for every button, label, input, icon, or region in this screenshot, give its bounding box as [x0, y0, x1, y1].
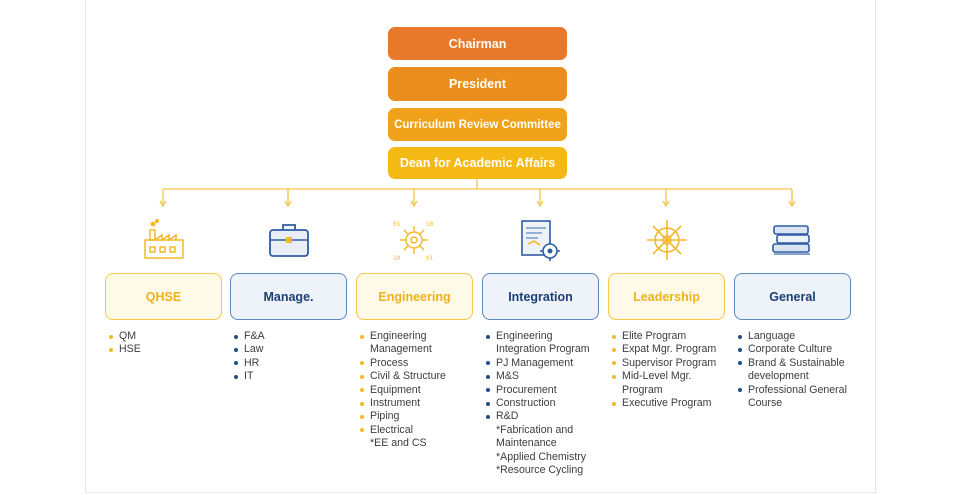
category-integration: Integration [482, 273, 599, 320]
list-item: F&A [234, 330, 346, 343]
ship-wheel-icon [647, 220, 687, 260]
list-item: Procurement [486, 384, 602, 397]
category-general: General [734, 273, 851, 320]
list-item: Elite Program [612, 330, 724, 343]
list-item: Process [360, 357, 468, 370]
category-engineering: Engineering [356, 273, 473, 320]
list-item: R&D [486, 410, 602, 423]
svg-text:01: 01 [393, 221, 401, 228]
list-item: Professional General Course [738, 384, 856, 411]
list-item: Language [738, 330, 856, 343]
list-item: QM [109, 330, 221, 343]
list-item: M&S [486, 370, 602, 383]
connector-arrowhead [788, 200, 796, 208]
connector-arrowhead [536, 200, 544, 208]
svg-text:01: 01 [426, 255, 434, 262]
list-item: HSE [109, 343, 221, 356]
list-item: Mid-Level Mgr. Program [612, 370, 724, 397]
list-item: PJ Management [486, 357, 602, 370]
list-item: Electrical [360, 424, 468, 437]
list-item: *Applied Chemistry [496, 450, 587, 463]
list-item: *Fabrication and Maintenance [496, 423, 574, 450]
list-item: Engineering Management [360, 330, 468, 357]
connector-arrowhead [284, 200, 292, 208]
list-item: *Resource Cycling [496, 464, 584, 477]
connector-arrowhead [662, 200, 670, 208]
books-icon [772, 225, 810, 255]
dean-box: Dean for Academic Affairs [388, 147, 567, 179]
list-item: Executive Program [612, 397, 724, 410]
list-item: *EE and CS [370, 437, 427, 450]
list-item: HR [234, 357, 346, 370]
list-item: Expat Mgr. Program [612, 343, 724, 356]
list-item: Supervisor Program [612, 357, 724, 370]
connector-arrowhead [410, 200, 418, 208]
category-leadership: Leadership [608, 273, 725, 320]
list-item: Piping [360, 410, 468, 423]
curriculum-review-committee-box: Curriculum Review Committee [388, 108, 567, 141]
list-item: Brand & Sustainable development [738, 357, 856, 384]
diagram-frame [85, 0, 876, 493]
list-item: Equipment [360, 384, 468, 397]
list-item: Construction [486, 397, 602, 410]
list-item: Civil & Structure [360, 370, 468, 383]
list-item: Corporate Culture [738, 343, 856, 356]
list-item: Law [234, 343, 346, 356]
list-item: Engineering Integration Program [486, 330, 602, 357]
blueprint-gear-icon [521, 220, 560, 261]
svg-text:10: 10 [426, 221, 434, 228]
connector-arrowhead [159, 200, 167, 208]
circuit-gear-icon: 01 10 10 01 [393, 221, 434, 262]
svg-text:10: 10 [393, 255, 401, 262]
factory-icon [144, 219, 184, 259]
briefcase-icon [269, 224, 309, 257]
category-qhse: QHSE [105, 273, 222, 320]
president-box: President [388, 67, 567, 101]
list-item: Instrument [360, 397, 468, 410]
chairman-box: Chairman [388, 27, 567, 60]
list-item: IT [234, 370, 346, 383]
category-manage: Manage. [230, 273, 347, 320]
